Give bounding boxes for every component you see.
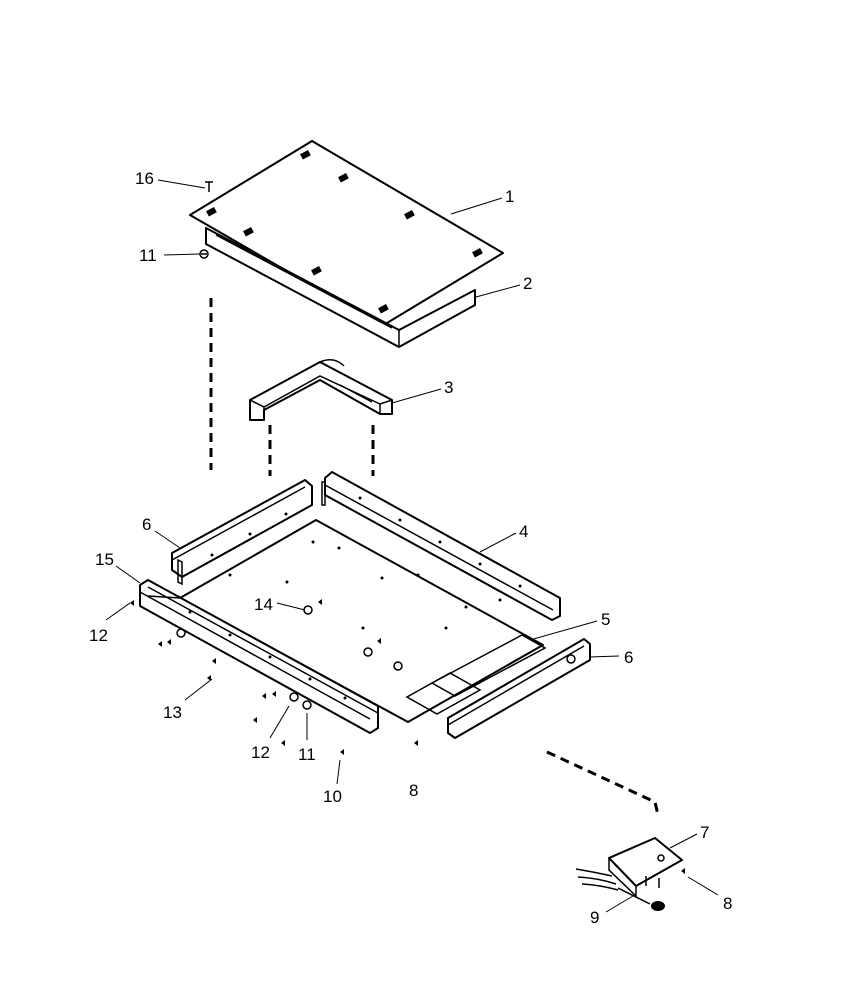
cover-plate: [189, 140, 504, 327]
callout-9: 9: [590, 908, 599, 927]
callout-1: 1: [505, 187, 514, 206]
marker-16: [205, 181, 213, 192]
callout-7: 7: [700, 823, 709, 842]
insulation-slab: [205, 227, 476, 348]
callout-8-center: 8: [409, 781, 418, 800]
callout-labels: 1 2 3 4 5 6 6 7 8 8 9 10 11 11 12 12 13 …: [89, 169, 732, 927]
side-rail-left: [171, 479, 313, 586]
callout-2: 2: [523, 274, 532, 293]
callout-12-left: 12: [89, 626, 108, 645]
callout-16: 16: [135, 169, 154, 188]
side-rail-right: [447, 638, 591, 739]
callout-10: 10: [323, 787, 342, 806]
callout-11-top: 11: [139, 246, 157, 265]
base-pan: [179, 519, 547, 723]
alignment-lines: [209, 298, 660, 816]
l-spacer: [249, 359, 393, 421]
callout-5: 5: [601, 610, 610, 629]
callout-6-right: 6: [624, 648, 633, 667]
leader-lines: [105, 179, 719, 913]
callout-8-right: 8: [723, 894, 732, 913]
callout-11-bottom: 11: [298, 745, 316, 764]
rear-rail: [321, 471, 561, 621]
callout-13: 13: [163, 703, 182, 722]
callout-3: 3: [444, 378, 453, 397]
callout-6-left: 6: [142, 515, 151, 534]
callout-14: 14: [254, 595, 273, 614]
callout-12-bottom: 12: [251, 743, 270, 762]
hardware: [130, 249, 685, 874]
bracket-assembly: [575, 837, 683, 911]
callout-15: 15: [95, 550, 114, 569]
callout-4: 4: [519, 522, 528, 541]
front-rail: [139, 579, 379, 734]
